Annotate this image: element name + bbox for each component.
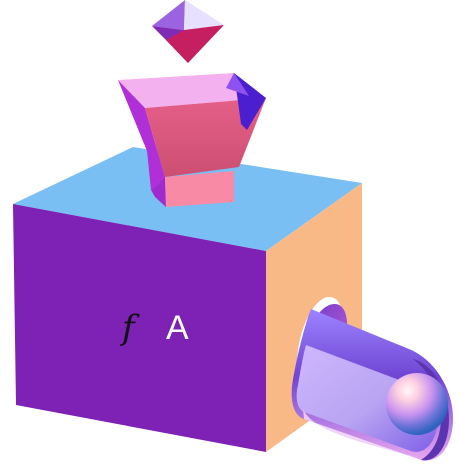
funnel-inner-right-face: [226, 73, 249, 96]
input-label: A: [166, 309, 189, 347]
octahedron-top-face: [152, 0, 185, 30]
ball-sphere: [386, 373, 448, 435]
spout-left-face: [151, 177, 166, 207]
octahedron-bottom-face: [166, 25, 224, 63]
funnel-front-face: [145, 98, 266, 177]
box-front-face: [13, 204, 266, 452]
output-ball: [386, 373, 448, 435]
spout-front-face: [165, 171, 234, 207]
funnel-rim: [118, 73, 266, 108]
funnel-left-face: [118, 80, 165, 190]
octahedron-shape: [152, 0, 224, 63]
input-funnel: [118, 73, 266, 207]
octahedron-top-right-face: [184, 0, 224, 30]
